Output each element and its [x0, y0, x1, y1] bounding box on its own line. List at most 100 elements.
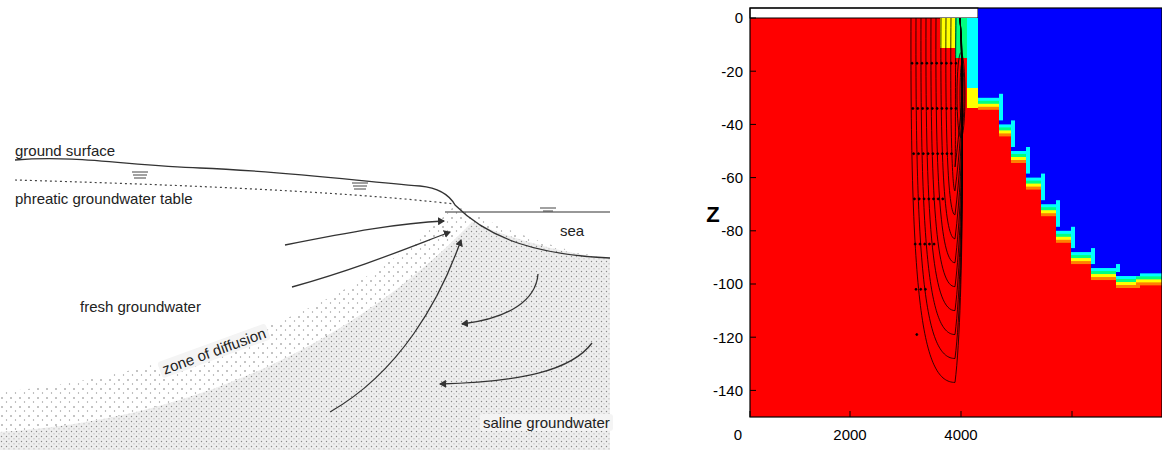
fresh-water: [1091, 8, 1120, 268]
zone-label: fresh groundwater: [80, 298, 201, 315]
contour-dot: [927, 107, 929, 109]
transition-band: [999, 94, 1003, 121]
tick-mark: [1072, 411, 1073, 417]
tick-mark: [750, 284, 756, 285]
tick-mark: [850, 411, 851, 417]
transition-band: [1136, 272, 1140, 273]
drawing-part: [540, 208, 556, 211]
contour-dot: [941, 153, 943, 155]
tick-mark: [750, 411, 751, 417]
tick-mark: [750, 177, 756, 178]
fresh-water: [1136, 8, 1162, 273]
drawing-part: [462, 274, 538, 324]
tick-mark: [750, 18, 756, 19]
transition-band: [1116, 264, 1120, 272]
tick-mark: [961, 411, 962, 417]
transition-band: [967, 18, 978, 88]
contour-dot: [933, 243, 935, 245]
contour-dot: [913, 153, 915, 155]
tick-mark: [750, 230, 756, 231]
contour-dot: [942, 198, 944, 200]
contour-line: [916, 18, 962, 358]
contour-dot: [932, 153, 934, 155]
contour-lines: [911, 18, 965, 382]
transition-band: [1026, 147, 1030, 174]
contour-dot: [918, 198, 920, 200]
tick-mark: [750, 337, 756, 338]
drawing-part: [330, 240, 461, 412]
tick-marks: [750, 18, 1072, 417]
contour-dot: [919, 243, 921, 245]
transition-band: [1056, 200, 1060, 227]
transition-band: [1041, 174, 1045, 201]
land-strip: [750, 8, 978, 18]
tick-label: -100: [713, 275, 743, 292]
salinity-plot: [750, 8, 1162, 417]
drawing-part: [132, 172, 148, 178]
contour-dot: [912, 107, 914, 109]
contour-line: [946, 18, 963, 215]
contour-dot: [924, 288, 926, 290]
contour-dot: [955, 107, 957, 109]
tick-mark: [750, 71, 756, 72]
contour-dot: [926, 62, 928, 64]
contour-dot: [916, 62, 918, 64]
drawing-part: [285, 221, 444, 245]
plot-frame: [750, 8, 1162, 417]
contour-line: [936, 18, 963, 263]
contour-dot: [922, 153, 924, 155]
contour-line: [951, 18, 963, 191]
contour-line: [955, 18, 962, 167]
surface-label: ground surface: [15, 142, 115, 159]
contour-dot: [924, 243, 926, 245]
contour-dot: [945, 62, 947, 64]
contour-dot: [928, 243, 930, 245]
contour-dot: [950, 62, 952, 64]
transition-band: [1071, 227, 1075, 248]
contour-dot: [914, 243, 916, 245]
contour-dot: [923, 198, 925, 200]
transition-band: [967, 88, 978, 108]
contour-dot: [955, 62, 957, 64]
contour-dot: [915, 288, 917, 290]
transition-band: [1091, 248, 1095, 264]
contour-line: [957, 53, 965, 138]
contour-dot: [920, 288, 922, 290]
drawing-part: [352, 183, 368, 189]
water-table-label: phreatic groundwater table: [15, 190, 193, 207]
contour-dot: [937, 153, 939, 155]
contour-dot: [917, 107, 919, 109]
fresh-field: [940, 8, 1162, 288]
contour-dot: [941, 107, 943, 109]
contour-dot: [946, 153, 948, 155]
contour-dot: [921, 62, 923, 64]
drawing-part: [440, 343, 592, 384]
axis-title: Z: [706, 202, 719, 227]
contour-dot: [931, 62, 933, 64]
coastal-aquifer-sketch: [0, 159, 610, 450]
contour-line: [941, 18, 963, 239]
tick-label: 2000: [833, 426, 866, 443]
tick-label: -120: [713, 329, 743, 346]
sea-surface-line: [445, 211, 610, 212]
contour-dot: [936, 107, 938, 109]
sea-label: sea: [560, 222, 584, 239]
zone-label: saline groundwater: [480, 414, 613, 431]
contour-line: [931, 18, 963, 287]
tick-label: -20: [721, 63, 743, 80]
contour-dot: [911, 62, 913, 64]
contour-line: [921, 18, 963, 335]
contour-dot: [916, 334, 918, 336]
transition-band: [1011, 120, 1015, 147]
contour-dot: [931, 107, 933, 109]
contour-dot: [927, 153, 929, 155]
tick-label: -40: [721, 116, 743, 133]
tick-label: -60: [721, 169, 743, 186]
contour-dot: [918, 153, 920, 155]
contour-dot: [937, 198, 939, 200]
contour-dot: [922, 107, 924, 109]
contour-dot: [946, 107, 948, 109]
tick-label: 0: [735, 9, 743, 26]
ground-surface-line: [15, 159, 610, 258]
flow-arrow: [285, 221, 592, 412]
